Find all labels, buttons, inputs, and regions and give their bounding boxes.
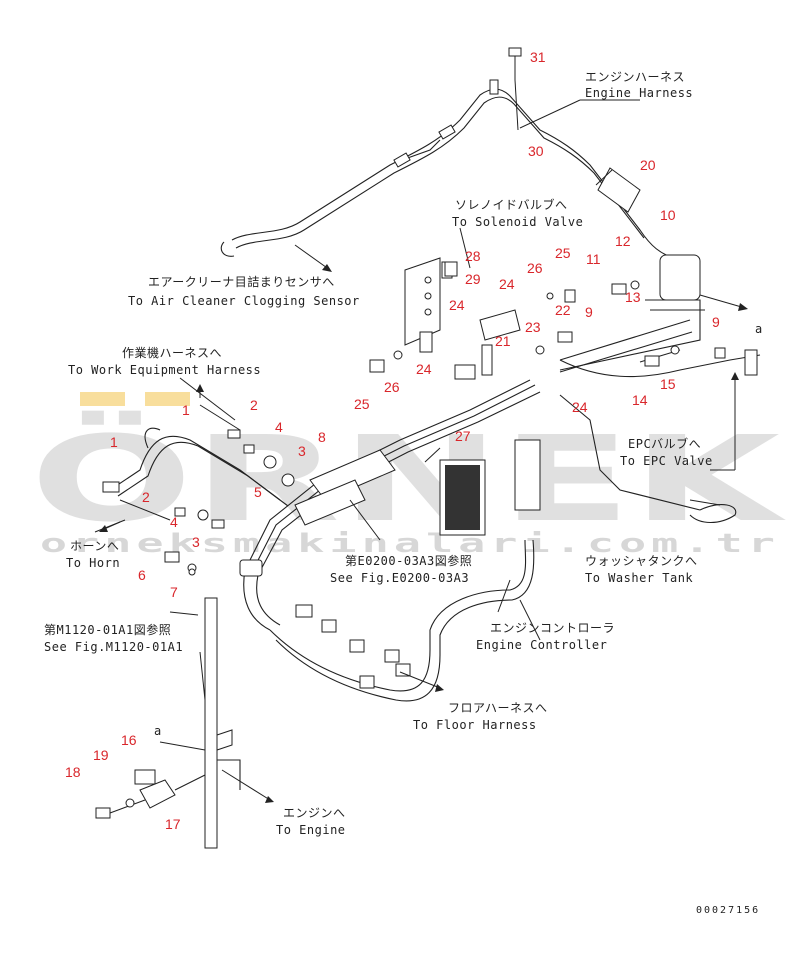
washer-en: To Washer Tank bbox=[585, 571, 693, 585]
epc-en: To EPC Valve bbox=[620, 454, 713, 468]
part-number: 26 bbox=[384, 379, 400, 395]
part-number: 9 bbox=[585, 304, 593, 320]
part-number: 15 bbox=[660, 376, 676, 392]
see-e0200-en: See Fig.E0200-03A3 bbox=[330, 571, 469, 585]
part-number: 14 bbox=[632, 392, 648, 408]
part-number: 3 bbox=[192, 534, 200, 550]
part-number: 8 bbox=[318, 429, 326, 445]
epc-jp: EPCバルブへ bbox=[628, 436, 701, 451]
part-number: 2 bbox=[142, 489, 150, 505]
leader-lines bbox=[169, 99, 640, 641]
washer-jp: ウォッシャタンクへ bbox=[585, 554, 698, 568]
engine-harness-en: Engine Harness bbox=[585, 86, 693, 100]
see-m1120-jp: 第M1120-01A1図参照 bbox=[44, 622, 171, 637]
part-number: 27 bbox=[455, 428, 471, 444]
part-number: 20 bbox=[640, 157, 656, 173]
part-number: 7 bbox=[170, 584, 178, 600]
harness-drawing bbox=[94, 47, 761, 849]
air-cleaner-en: To Air Cleaner Clogging Sensor bbox=[128, 294, 360, 308]
part-number: 2 bbox=[250, 397, 258, 413]
part-number: 18 bbox=[65, 764, 81, 780]
engine-jp: エンジンへ bbox=[283, 806, 346, 820]
watermark-logo: ÖRNEK bbox=[30, 410, 787, 548]
part-number: 12 bbox=[615, 233, 631, 249]
ref-a-right: a bbox=[755, 322, 763, 336]
part-number: 26 bbox=[527, 260, 543, 276]
part-numbers: 31 30 20 10 12 11 13 9 9 28 29 25 26 24 … bbox=[65, 49, 720, 832]
part-number: 10 bbox=[660, 207, 676, 223]
part-number: 19 bbox=[93, 747, 109, 763]
work-equipment-en: To Work Equipment Harness bbox=[68, 363, 261, 377]
part-number: 21 bbox=[495, 333, 511, 349]
solenoid-en: To Solenoid Valve bbox=[452, 215, 583, 229]
part-number: 31 bbox=[530, 49, 546, 65]
part-number: 29 bbox=[465, 271, 481, 287]
ref-a-left: a bbox=[154, 724, 162, 738]
part-number: 9 bbox=[712, 314, 720, 330]
watermark-umlaut-left bbox=[80, 392, 125, 406]
engine-en: To Engine bbox=[276, 823, 346, 837]
see-e0200-jp: 第E0200-03A3図参照 bbox=[345, 553, 472, 568]
drawing-code: 00027156 bbox=[696, 905, 760, 916]
floor-harness-jp: フロアハーネスへ bbox=[448, 701, 548, 715]
part-number: 1 bbox=[110, 434, 118, 450]
part-number: 17 bbox=[165, 816, 181, 832]
part-number: 24 bbox=[449, 297, 465, 313]
part-number: 24 bbox=[572, 399, 588, 415]
horn-jp: ホーンへ bbox=[70, 539, 119, 553]
watermark-url: orneksmakinalari.com.tr bbox=[40, 529, 780, 559]
engine-controller-jp: エンジンコントローラ bbox=[490, 621, 615, 635]
engine-controller-en: Engine Controller bbox=[476, 638, 607, 652]
part-number: 22 bbox=[555, 302, 571, 318]
part-number: 3 bbox=[298, 443, 306, 459]
floor-harness-en: To Floor Harness bbox=[413, 718, 537, 732]
see-m1120-en: See Fig.M1120-01A1 bbox=[44, 640, 183, 654]
part-number: 23 bbox=[525, 319, 541, 335]
part-number: 4 bbox=[170, 514, 178, 530]
part-number: 5 bbox=[254, 484, 262, 500]
part-number: 11 bbox=[586, 251, 601, 267]
part-number: 6 bbox=[138, 567, 146, 583]
part-number: 13 bbox=[625, 289, 641, 305]
part-number: 25 bbox=[555, 245, 571, 261]
part-number: 16 bbox=[121, 732, 137, 748]
part-number: 24 bbox=[416, 361, 432, 377]
part-number: 28 bbox=[465, 248, 481, 264]
part-number: 25 bbox=[354, 396, 370, 412]
labels: エンジンハーネス Engine Harness ソレノイドバルブへ To Sol… bbox=[44, 70, 763, 916]
engine-harness-jp: エンジンハーネス bbox=[585, 70, 685, 84]
solenoid-jp: ソレノイドバルブへ bbox=[455, 197, 568, 212]
air-cleaner-jp: エアークリーナ目詰まりセンサへ bbox=[148, 274, 335, 289]
work-equipment-jp: 作業機ハーネスへ bbox=[122, 345, 222, 360]
part-number: 24 bbox=[499, 276, 515, 292]
arrows bbox=[99, 74, 748, 803]
part-number: 1 bbox=[182, 402, 190, 418]
part-number: 4 bbox=[275, 419, 283, 435]
watermark-umlaut-right bbox=[145, 392, 190, 406]
horn-en: To Horn bbox=[66, 556, 120, 570]
part-number: 30 bbox=[528, 143, 544, 159]
